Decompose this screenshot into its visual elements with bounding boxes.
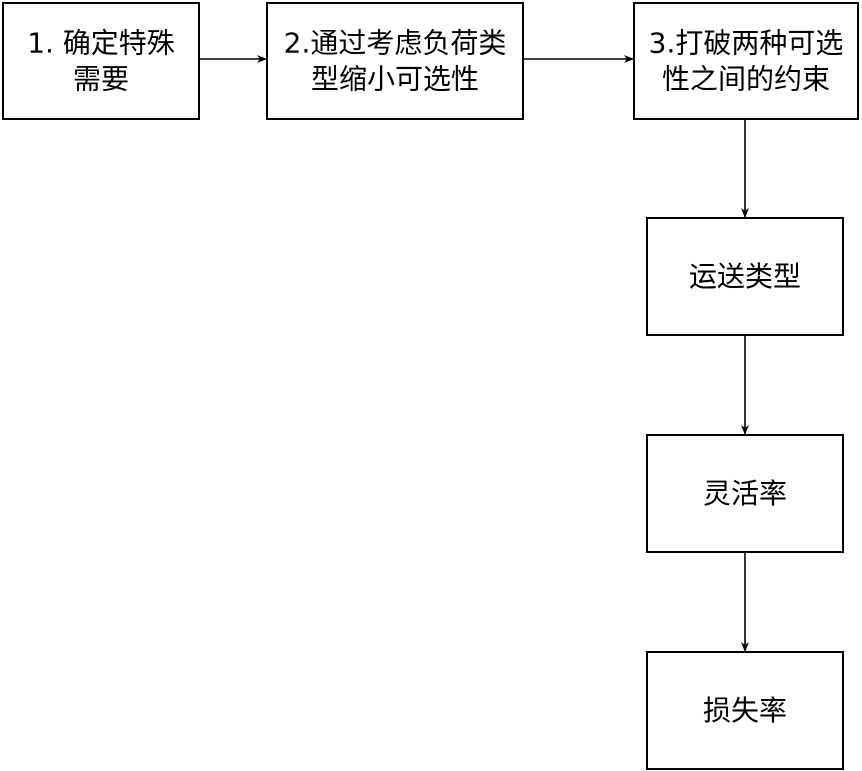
node-label-loss-line-0: 损失率 (703, 694, 787, 727)
node-label-step3-line-0: 3.打破两种可选 (649, 27, 844, 60)
node-box-loss (646, 651, 844, 770)
node-box-step2 (266, 2, 524, 120)
node-label-flexibility-line-0: 灵活率 (703, 477, 787, 510)
node-box-transport (646, 217, 844, 336)
node-label-step2-line-0: 2.通过考虑负荷类 (284, 27, 507, 60)
node-transport: 运送类型 (646, 217, 844, 336)
node-label-step2-line-1: 型缩小可选性 (311, 63, 479, 96)
node-flexibility: 灵活率 (646, 434, 844, 553)
node-label-step1-line-0: 1. 确定特殊 (27, 27, 175, 60)
node-loss: 损失率 (646, 651, 844, 770)
node-box-step3 (633, 2, 859, 120)
node-label-step1-line-1: 需要 (73, 63, 129, 96)
node-label-step3-line-1: 性之间的约束 (662, 63, 830, 96)
edges (199, 55, 749, 652)
node-box-flexibility (646, 434, 844, 553)
node-label-transport-line-0: 运送类型 (689, 260, 801, 293)
node-box-step1 (2, 2, 200, 120)
